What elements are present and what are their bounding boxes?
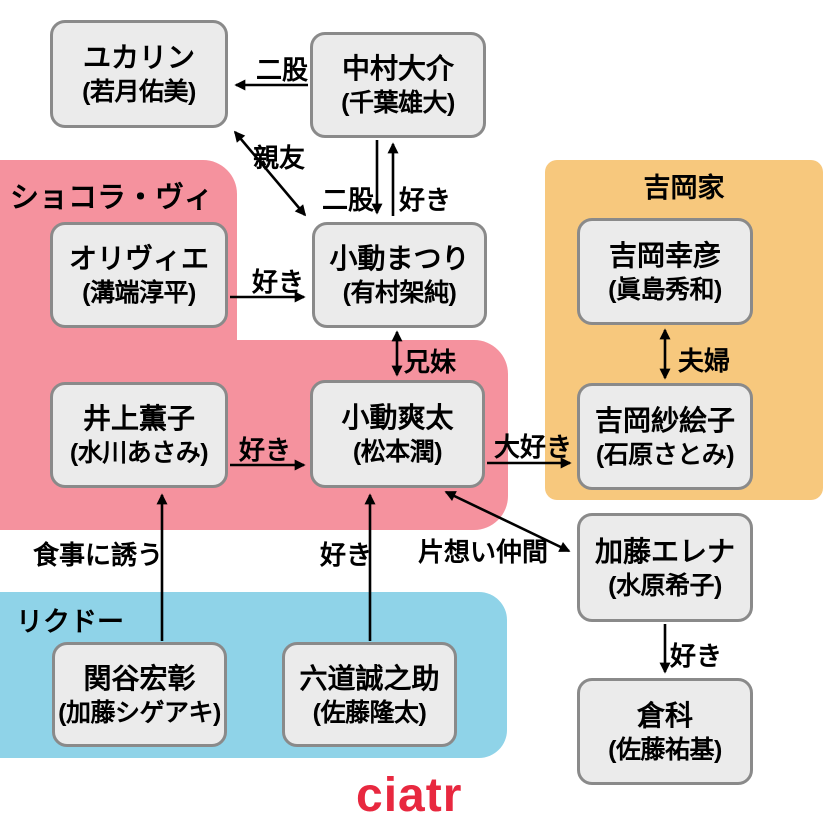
person-actor: (水原希子) — [608, 571, 722, 600]
person-name: ユカリン — [82, 42, 195, 73]
relation-label-nakamura-matsuri: 二股 — [322, 185, 375, 215]
relation-label-inoue-sota: 好き — [239, 435, 292, 465]
person-actor: (眞島秀和) — [608, 275, 722, 304]
person-actor: (佐藤隆太) — [312, 698, 427, 727]
person-actor: (溝端淳平) — [82, 279, 196, 307]
ciatr-logo: ciatr — [356, 769, 463, 822]
group-label-chocolat-vie: ショコラ・ヴィ — [10, 182, 214, 214]
person-box-rikudo-s: 六道誠之助 (佐藤隆太) — [282, 642, 457, 747]
person-name: 吉岡幸彦 — [608, 239, 721, 271]
person-box-nakamura: 中村大介 (千葉雄大) — [310, 32, 486, 138]
person-actor: (千葉雄大) — [341, 89, 455, 117]
person-box-elena: 加藤エレナ (水原希子) — [577, 513, 753, 622]
person-box-olivier: オリヴィエ (溝端淳平) — [50, 222, 228, 328]
person-box-inoue: 井上薫子 (水川あさみ) — [50, 382, 228, 488]
relation-label-sekiya-inoue: 食事に誘う — [33, 540, 164, 570]
relation-label-olivier-matsuri: 好き — [252, 267, 305, 297]
person-name: 倉科 — [636, 699, 693, 731]
person-name: 小動爽太 — [341, 402, 454, 433]
relation-label-yukihiko-saeko: 夫婦 — [678, 346, 731, 376]
person-actor: (加藤シゲアキ) — [58, 698, 221, 727]
relation-label-matsuri-nakamura: 好き — [399, 185, 452, 215]
person-actor: (佐藤祐基) — [608, 735, 722, 764]
person-box-sota: 小動爽太 (松本潤) — [310, 380, 485, 488]
person-name: 吉岡紗絵子 — [594, 404, 735, 436]
relation-label-rikudo-sota: 好き — [320, 540, 373, 570]
relation-label-matsuri-sota: 兄妹 — [404, 347, 457, 377]
relation-label-matsuri-yukarin: 親友 — [253, 143, 306, 173]
relation-label-elena-kurashina: 好き — [670, 641, 723, 671]
person-name: オリヴィエ — [68, 243, 209, 274]
person-box-kurashina: 倉科 (佐藤祐基) — [577, 678, 753, 785]
person-actor: (松本潤) — [352, 438, 443, 466]
person-name: 小動まつり — [329, 243, 470, 274]
person-box-yukihiko: 吉岡幸彦 (眞島秀和) — [577, 218, 753, 325]
person-box-matsuri: 小動まつり (有村架純) — [312, 222, 487, 328]
relation-label-nakamura-yukarin: 二股 — [256, 55, 309, 85]
person-actor: (石原さとみ) — [595, 440, 735, 469]
person-box-yukarin: ユカリン (若月佑美) — [50, 20, 228, 128]
person-name: 加藤エレナ — [594, 535, 735, 567]
person-actor: (水川あさみ) — [69, 439, 209, 467]
arrow-sota-elena — [444, 490, 571, 553]
group-label-rikudo: リクドー — [16, 607, 124, 637]
relation-label-sota-elena: 片想い仲間 — [418, 537, 549, 567]
person-actor: (有村架純) — [342, 279, 457, 307]
person-name: 関谷宏彰 — [83, 662, 196, 694]
person-name: 井上薫子 — [82, 403, 195, 434]
arrow-matsuri-yukarin — [233, 130, 307, 217]
person-box-saeko: 吉岡紗絵子 (石原さとみ) — [577, 383, 753, 490]
person-name: 中村大介 — [341, 53, 454, 84]
group-label-yoshioka-family: 吉岡家 — [643, 173, 725, 203]
person-box-sekiya: 関谷宏彰 (加藤シゲアキ) — [52, 642, 227, 747]
relation-label-sota-saeko: 大好き — [494, 432, 573, 462]
person-actor: (若月佑美) — [82, 78, 196, 106]
person-name: 六道誠之助 — [299, 662, 440, 694]
